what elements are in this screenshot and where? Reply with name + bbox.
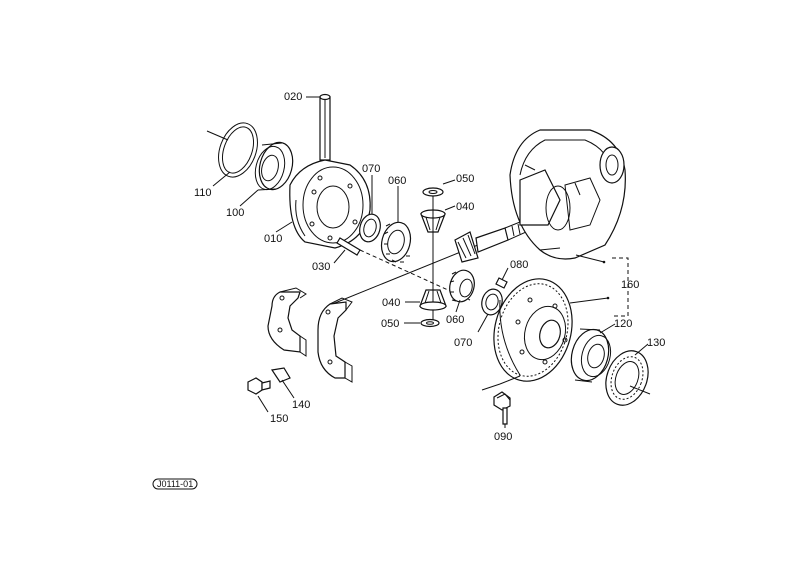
part-140-lock-plate[interactable] xyxy=(270,367,291,383)
label-050-lower[interactable]: 050 xyxy=(381,318,399,330)
label-060-upper[interactable]: 060 xyxy=(388,175,406,187)
part-160-housing[interactable] xyxy=(509,129,626,260)
label-040-top[interactable]: 040 xyxy=(456,201,474,213)
label-010[interactable]: 010 xyxy=(264,233,282,245)
part-040-pinion-gear-lower[interactable] xyxy=(419,289,447,311)
part-bearing-cap-center[interactable] xyxy=(317,297,353,383)
label-060-lower[interactable]: 060 xyxy=(446,314,464,326)
label-070-lower[interactable]: 070 xyxy=(454,337,472,349)
part-060-side-gear-upper[interactable] xyxy=(377,219,414,265)
label-080[interactable]: 080 xyxy=(510,259,528,271)
drawing-code: J0111-01 xyxy=(157,479,193,489)
leader-080 xyxy=(501,267,509,281)
leader-030 xyxy=(333,249,346,264)
label-120[interactable]: 120 xyxy=(614,318,632,330)
leader-140 xyxy=(281,379,295,399)
leader-060-lower xyxy=(455,299,461,313)
label-140[interactable]: 140 xyxy=(292,399,310,411)
label-020[interactable]: 020 xyxy=(284,91,302,103)
leader-130 xyxy=(634,343,649,356)
leader-110 xyxy=(212,171,231,187)
part-070-thrust-washer-lower[interactable] xyxy=(479,287,505,317)
part-050-washer-lower[interactable] xyxy=(420,318,440,328)
label-030[interactable]: 030 xyxy=(312,261,330,273)
label-040-lower[interactable]: 040 xyxy=(382,297,400,309)
label-130[interactable]: 130 xyxy=(647,337,665,349)
label-150[interactable]: 150 xyxy=(270,413,288,425)
part-120-bearing[interactable] xyxy=(566,325,615,385)
part-050-washer-top[interactable] xyxy=(422,187,444,197)
part-010-differential-case[interactable] xyxy=(289,159,371,249)
part-020-pin[interactable] xyxy=(319,93,331,161)
leader-120 xyxy=(599,323,616,334)
part-130-retainer-ring[interactable] xyxy=(599,345,656,411)
part-070-thrust-washer-upper[interactable] xyxy=(357,212,384,244)
part-160-drive-pinion[interactable] xyxy=(454,213,545,263)
part-150-bolt[interactable] xyxy=(247,377,271,395)
part-060-side-gear-lower[interactable] xyxy=(446,267,477,304)
leader-070-lower xyxy=(477,313,489,333)
label-090[interactable]: 090 xyxy=(494,431,512,443)
drawing-code-box: J0111-01 xyxy=(152,478,198,490)
bracket-160 xyxy=(569,254,629,317)
part-080-spring-pin[interactable] xyxy=(495,277,508,289)
part-100-bearing[interactable] xyxy=(251,139,298,194)
label-110[interactable]: 110 xyxy=(194,187,212,199)
label-160[interactable]: 160 xyxy=(621,279,639,291)
part-110-snap-ring[interactable] xyxy=(206,118,264,183)
leader-100 xyxy=(239,189,259,207)
label-070-upper[interactable]: 070 xyxy=(362,163,380,175)
leader-050-top xyxy=(442,179,456,185)
part-090-bolt[interactable] xyxy=(481,375,521,425)
part-ring-gear[interactable] xyxy=(483,270,583,390)
part-bearing-cap-left[interactable] xyxy=(267,287,307,357)
leader-010 xyxy=(275,221,293,233)
leader-150 xyxy=(257,395,269,413)
label-100[interactable]: 100 xyxy=(226,207,244,219)
leader-040-top xyxy=(444,205,456,211)
label-050-top[interactable]: 050 xyxy=(456,173,474,185)
